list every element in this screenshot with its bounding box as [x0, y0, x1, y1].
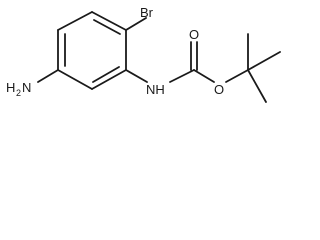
- amine-subscript: 2: [16, 88, 21, 98]
- ring-double-bond-2: [92, 66, 120, 83]
- bond-to-amine: [37, 69, 59, 83]
- ring-double-bond-1: [93, 19, 121, 35]
- amine-n-label: N: [22, 80, 31, 95]
- bond-ring-to-nh: [125, 69, 148, 83]
- tbutyl-methyl-down: [247, 69, 267, 103]
- bromine-label: Br: [140, 5, 154, 20]
- ring-bond-3: [91, 69, 127, 90]
- benzene-ring: [57, 11, 127, 90]
- ring-bond-4: [57, 69, 93, 90]
- bond-carbonyl-to-ether-o: [193, 69, 215, 83]
- amine-h-label: H: [6, 80, 15, 95]
- chemical-structure: Br H 2 N NH O O: [6, 5, 281, 103]
- ring-bond-6: [57, 11, 93, 31]
- bond-to-bromine: [125, 17, 147, 31]
- tbutyl-methyl-right: [247, 51, 281, 71]
- ether-oxygen-label: O: [214, 82, 224, 97]
- ring-bond-1: [91, 11, 127, 31]
- carbonyl-oxygen-label: O: [189, 27, 199, 42]
- bond-nh-to-carbonyl: [169, 69, 195, 83]
- nh-label: NH: [146, 82, 165, 97]
- bond-ether-o-to-tbutyl: [225, 69, 249, 83]
